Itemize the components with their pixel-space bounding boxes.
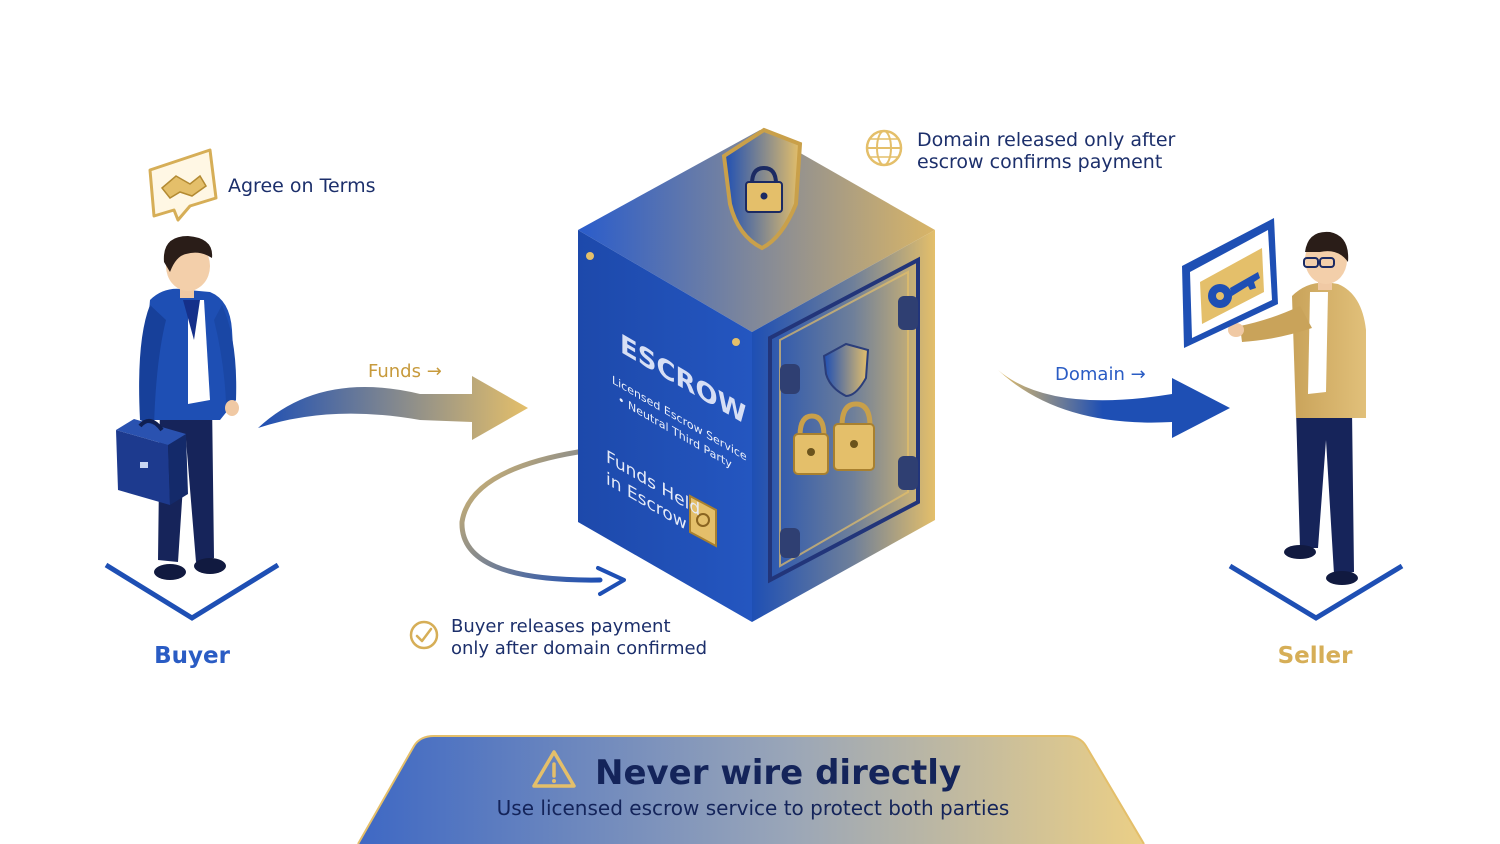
key-icon xyxy=(1208,272,1260,308)
seller-label: Seller xyxy=(1278,643,1354,669)
domain-release-line1: Domain released only after xyxy=(917,129,1176,151)
warning-icon xyxy=(532,750,576,788)
domain-release-line2: escrow confirms payment xyxy=(917,151,1162,173)
mini-safe-icon xyxy=(689,494,717,548)
buyer-label: Buyer xyxy=(154,643,230,669)
handshake-icon xyxy=(148,148,218,222)
buyer-release-line1: Buyer releases payment xyxy=(451,616,671,637)
padlock-icon xyxy=(793,413,829,475)
check-circle-icon xyxy=(409,620,439,650)
funds-label: Funds → xyxy=(368,361,442,382)
banner-title: Never wire directly xyxy=(595,753,961,793)
shield-lock-icon xyxy=(721,127,803,251)
seller-floor-marker xyxy=(1228,563,1404,621)
release-loop-arrow xyxy=(459,449,626,596)
domain-label: Domain → xyxy=(1055,364,1146,385)
buyer-floor-marker xyxy=(104,562,280,621)
buyer-release-line2: only after domain confirmed xyxy=(451,638,707,659)
escrow-safe: ESCROW Licensed Escrow Service • Neutral… xyxy=(578,127,935,622)
globe-icon xyxy=(865,129,903,167)
seller-figure xyxy=(1228,231,1404,621)
banner-subtitle: Use licensed escrow service to protect b… xyxy=(497,796,1010,820)
domain-arrow xyxy=(998,370,1230,438)
buyer-figure xyxy=(104,236,280,621)
domain-key-screen xyxy=(1182,218,1278,348)
agree-terms-label: Agree on Terms xyxy=(228,175,376,197)
funds-arrow xyxy=(258,376,528,440)
briefcase-icon xyxy=(116,418,188,505)
padlock-icon xyxy=(833,401,875,471)
warning-banner: Never wire directly Use licensed escrow … xyxy=(357,735,1145,844)
